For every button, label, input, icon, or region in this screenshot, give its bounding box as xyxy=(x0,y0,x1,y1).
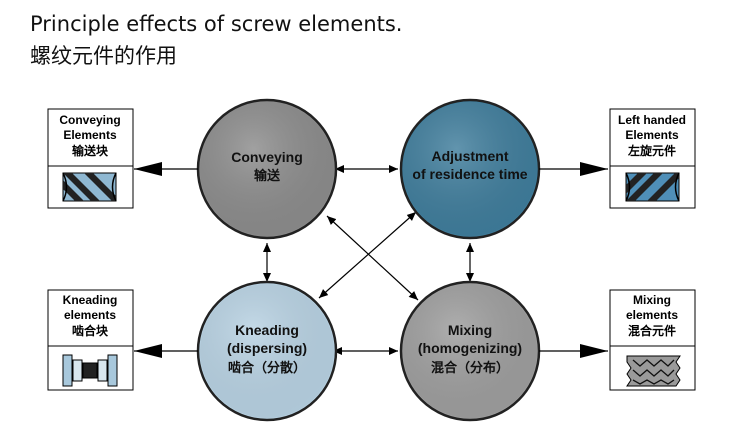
circle-adjustment-label: Adjustment xyxy=(432,148,509,164)
circle-kneading-label2: (dispersing) xyxy=(227,340,307,356)
box-conveying-line3: 输送块 xyxy=(72,143,109,158)
circle-mixing: Mixing (homogenizing) 混合（分布） xyxy=(399,280,541,422)
circle-kneading: Kneading (dispersing) 啮合（分散） xyxy=(196,280,338,422)
box-mixing-line3: 混合元件 xyxy=(628,323,676,338)
box-mixing-line2: elements xyxy=(626,308,678,322)
circle-kneading-label: Kneading xyxy=(235,322,299,338)
box-mixing-line1: Mixing xyxy=(633,293,671,307)
circle-kneading-cn: 啮合（分散） xyxy=(228,360,306,375)
title-chinese: 螺纹元件的作用 xyxy=(30,44,177,68)
left-handed-screw-icon xyxy=(625,172,680,202)
title-english: Principle effects of screw elements. xyxy=(30,12,403,36)
box-kneading-elements: Kneading elements 啮合块 xyxy=(47,289,134,391)
box-conveying-line1: Conveying xyxy=(59,113,120,127)
circle-conveying-label: Conveying xyxy=(231,149,303,165)
box-left-handed-line2: Elements xyxy=(625,128,679,142)
kneading-block-icon xyxy=(62,354,118,387)
arrow-conveying-mixing xyxy=(326,215,419,301)
box-conveying-line2: Elements xyxy=(63,128,117,142)
circle-mixing-label2: (homogenizing) xyxy=(418,340,522,356)
circle-adjustment-label2: of residence time xyxy=(412,166,527,182)
conveying-screw-icon xyxy=(62,172,117,202)
box-left-handed-line1: Left handed xyxy=(618,113,686,127)
circle-mixing-cn: 混合（分布） xyxy=(431,360,509,375)
box-kneading-line3: 啮合块 xyxy=(72,323,109,338)
mixing-element-icon xyxy=(626,355,681,387)
circle-adjustment: Adjustment of residence time xyxy=(399,98,541,240)
circle-conveying: Conveying 输送 xyxy=(196,98,338,240)
box-left-handed-line3: 左旋元件 xyxy=(627,143,676,158)
box-conveying-elements: Conveying Elements 输送块 xyxy=(47,108,134,209)
box-kneading-line2: elements xyxy=(64,308,116,322)
box-mixing-elements: Mixing elements 混合元件 xyxy=(609,289,696,391)
circle-mixing-label: Mixing xyxy=(448,322,492,338)
box-left-handed-elements: Left handed Elements 左旋元件 xyxy=(609,108,696,209)
arrow-adjustment-kneading xyxy=(318,211,417,299)
circle-conveying-cn: 输送 xyxy=(254,168,281,183)
box-kneading-line1: Kneading xyxy=(63,293,118,307)
